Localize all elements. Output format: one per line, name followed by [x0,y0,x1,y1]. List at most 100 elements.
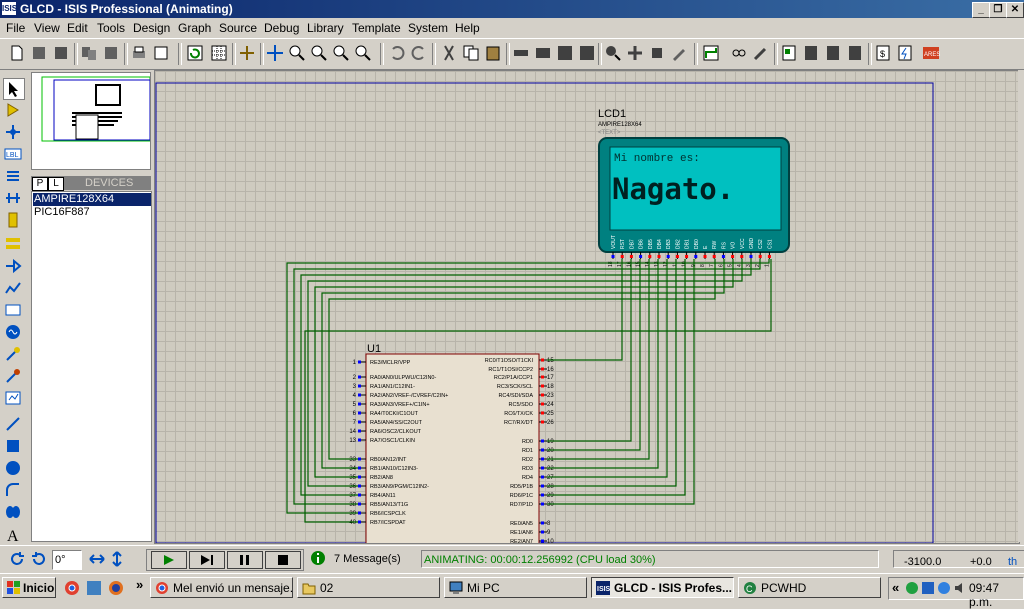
task-chrome[interactable]: Mel envió un mensaje... [150,577,293,598]
menu-tools[interactable]: Tools [97,21,126,35]
redo-icon[interactable] [410,44,428,62]
paste-icon[interactable] [484,44,502,62]
menu-template[interactable]: Template [352,21,401,35]
library-tab[interactable]: L [48,177,64,191]
title-bar[interactable]: ISIS GLCD - ISIS Professional (Animating… [0,0,1024,18]
block-delete-icon[interactable] [578,44,596,62]
package-tool-icon[interactable] [648,44,666,62]
text-tool-icon[interactable]: A [3,524,23,545]
wire-autorouter-icon[interactable] [702,44,720,62]
block-move-icon[interactable] [534,44,552,62]
info-icon[interactable] [310,550,326,566]
menu-help[interactable]: Help [455,21,480,35]
save-file-icon[interactable] [52,44,70,62]
bus-icon[interactable] [3,188,23,208]
tray-expand-button[interactable]: « [892,580,900,595]
graph-mode-icon[interactable] [3,278,23,298]
quicklaunch-more-button[interactable]: » [136,577,144,592]
cut-icon[interactable] [440,44,458,62]
quicklaunch-chrome-icon[interactable] [64,580,80,596]
exit-parent-icon[interactable] [846,44,864,62]
mirror-horizontal-icon[interactable] [88,550,106,568]
current-probe-icon[interactable] [3,366,23,386]
voltage-probe-icon[interactable] [3,344,23,364]
close-button[interactable]: ✕ [1006,2,1024,18]
grid-icon[interactable] [210,44,228,62]
generator-icon[interactable] [3,322,23,342]
virtual-instrument-icon[interactable] [3,388,23,408]
zoom-in-icon[interactable] [288,44,306,62]
task-folder[interactable]: 02 [297,577,440,598]
decompose-icon[interactable] [670,44,688,62]
origin-icon[interactable] [238,44,256,62]
new-sheet-icon[interactable] [802,44,820,62]
ares-netlist-icon[interactable]: ARES [922,44,940,62]
menu-graph[interactable]: Graph [178,21,212,35]
menu-design[interactable]: Design [133,21,171,35]
rotate-cw-icon[interactable] [8,550,26,568]
copy-icon[interactable] [462,44,480,62]
right-scrollbar[interactable] [1018,70,1024,542]
device-item-ampire[interactable]: AMPIRE128X64 [33,193,151,206]
rotation-field[interactable]: 0° [52,550,82,570]
overview-window[interactable] [31,72,151,170]
selection-mode-icon[interactable] [3,78,25,100]
step-button[interactable] [189,551,225,569]
task-pcwhd[interactable]: C PCWHD [738,577,881,598]
import-icon[interactable] [80,44,98,62]
menu-system[interactable]: System [408,21,449,35]
search-tag-icon[interactable] [730,44,748,62]
print-area-icon[interactable] [152,44,170,62]
quicklaunch-firefox-icon[interactable] [108,580,124,596]
bill-of-materials-icon[interactable]: $ [874,44,892,62]
menu-library[interactable]: Library [307,21,344,35]
restore-button[interactable]: ❐ [989,2,1007,18]
device-item-pic[interactable]: PIC16F887 [34,206,90,218]
circle-tool-icon[interactable] [3,458,23,478]
junction-dot-icon[interactable] [3,122,23,142]
menu-debug[interactable]: Debug [264,21,300,35]
terminal-icon[interactable] [3,234,23,254]
task-my-computer[interactable]: Mi PC [444,577,587,598]
tray-network-icon[interactable] [905,581,919,595]
line-tool-icon[interactable] [3,414,23,434]
mirror-vertical-icon[interactable] [108,550,126,568]
minimize-button[interactable]: _ [972,2,990,18]
quicklaunch-app-icon[interactable] [86,580,102,596]
property-tool-icon[interactable] [752,44,770,62]
menu-edit[interactable]: Edit [67,21,88,35]
open-file-icon[interactable] [30,44,48,62]
tray-globe-icon[interactable] [937,581,951,595]
block-copy-icon[interactable] [512,44,530,62]
task-isis[interactable]: ISIS GLCD - ISIS Profes... [591,577,734,598]
arc-tool-icon[interactable] [3,480,23,500]
pan-icon[interactable] [266,44,284,62]
zoom-area-icon[interactable] [354,44,372,62]
pause-button[interactable] [227,551,263,569]
text-script-icon[interactable] [3,166,23,186]
box-tool-icon[interactable] [3,436,23,456]
tray-antivirus-icon[interactable] [921,581,935,595]
pick-devices-tab[interactable]: P [32,177,48,191]
make-device-icon[interactable] [626,44,644,62]
glcd-display[interactable]: Mi nombre es: Nagato. [598,137,790,253]
menu-file[interactable]: File [6,21,26,35]
start-button[interactable]: Inicio [2,577,56,598]
tray-volume-icon[interactable] [953,581,967,595]
pick-device-icon[interactable] [604,44,622,62]
wire-label-icon[interactable]: LBL [3,144,23,164]
play-button[interactable] [151,551,187,569]
electrical-rule-check-icon[interactable] [896,44,914,62]
design-explorer-icon[interactable] [780,44,798,62]
messages-count[interactable]: 7 Message(s) [334,553,401,565]
subcircuit-icon[interactable] [3,210,23,230]
zoom-all-icon[interactable] [332,44,350,62]
device-pin-icon[interactable] [3,256,23,276]
new-file-icon[interactable] [8,44,26,62]
block-rotate-icon[interactable] [556,44,574,62]
menu-source[interactable]: Source [219,21,258,35]
print-icon[interactable] [130,44,148,62]
menu-view[interactable]: View [34,21,60,35]
component-mode-icon[interactable] [3,100,23,120]
path-tool-icon[interactable] [3,502,23,522]
